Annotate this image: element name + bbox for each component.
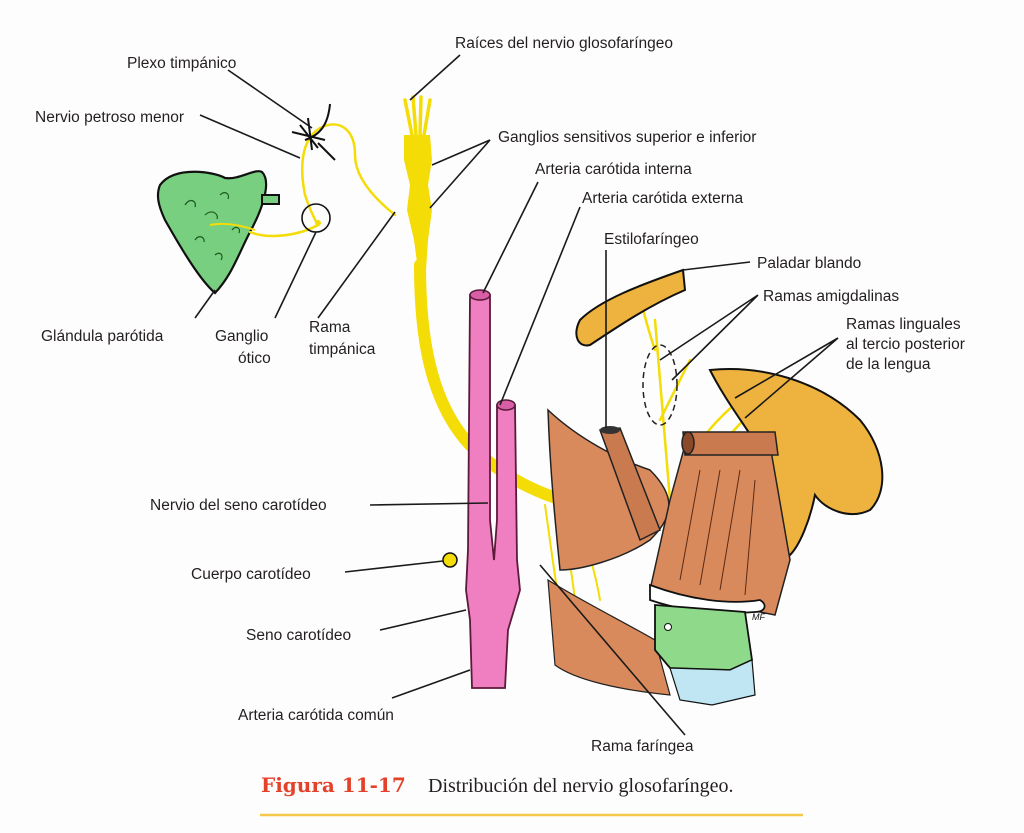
label-ganglio-otico: Ganglio ótico: [215, 328, 273, 367]
label-ramas-linguales-line3: de la lengua: [846, 356, 931, 373]
carotid-arteries: [465, 289, 521, 689]
label-raices: Raíces del nervio glosofaríngeo: [455, 35, 673, 52]
parotid-gland: [156, 170, 280, 295]
label-ganglios: Ganglios sensitivos superior e inferior: [498, 129, 756, 146]
label-nervio-petroso-menor: Nervio petroso menor: [35, 109, 184, 126]
label-glandula-parotida: Glándula parótida: [41, 328, 164, 345]
tympanic-plexus: [291, 103, 336, 161]
label-nervio-seno-carotideo: Nervio del seno carotídeo: [150, 497, 327, 514]
label-ganglio-otico-line1: Ganglio: [215, 328, 268, 345]
leader-lines: [194, 54, 839, 736]
carotid-body: [442, 552, 458, 568]
label-ramas-linguales-line2: al tercio posterior: [846, 336, 965, 353]
label-rama-timpanica-line2: timpánica: [309, 341, 376, 358]
otic-ganglion: [301, 203, 331, 233]
soft-palate: [575, 268, 687, 347]
label-rama-timpanica-line1: Rama: [309, 319, 351, 336]
caption-number: Figura 11-17: [261, 773, 406, 797]
artist-signature: MF: [752, 612, 765, 622]
label-seno-carotideo: Seno carotídeo: [246, 627, 351, 644]
label-carotida-externa: Arteria carótida externa: [582, 190, 743, 207]
label-ramas-linguales: Ramas linguales al tercio posterior de l…: [846, 316, 969, 373]
label-cuerpo-carotideo: Cuerpo carotídeo: [191, 566, 311, 583]
label-ganglio-otico-line2: ótico: [238, 350, 271, 367]
tonsil-region: [642, 344, 678, 426]
figure-caption: Figura 11-17 Distribución del nervio glo…: [260, 773, 803, 817]
caption-text: Distribución del nervio glosofaríngeo.: [428, 775, 734, 797]
label-rama-timpanica: Rama timpánica: [309, 319, 376, 358]
pharyngeal-muscles: [547, 408, 791, 696]
label-estilofaringeo: Estilofaríngeo: [604, 231, 699, 248]
labels: Plexo timpánico Nervio petroso menor Raí…: [35, 35, 969, 755]
label-ramas-amigdalinas: Ramas amigdalinas: [763, 288, 899, 305]
label-carotida-comun: Arteria carótida común: [238, 707, 394, 724]
label-plexo-timpanico: Plexo timpánico: [127, 55, 236, 72]
label-rama-faringea: Rama faríngea: [591, 738, 694, 755]
trachea: [669, 659, 756, 706]
thyroid-cartilage: [654, 604, 753, 671]
label-paladar-blando: Paladar blando: [757, 255, 861, 272]
label-carotida-interna: Arteria carótida interna: [535, 161, 692, 178]
label-ramas-linguales-line1: Ramas linguales: [846, 316, 961, 333]
